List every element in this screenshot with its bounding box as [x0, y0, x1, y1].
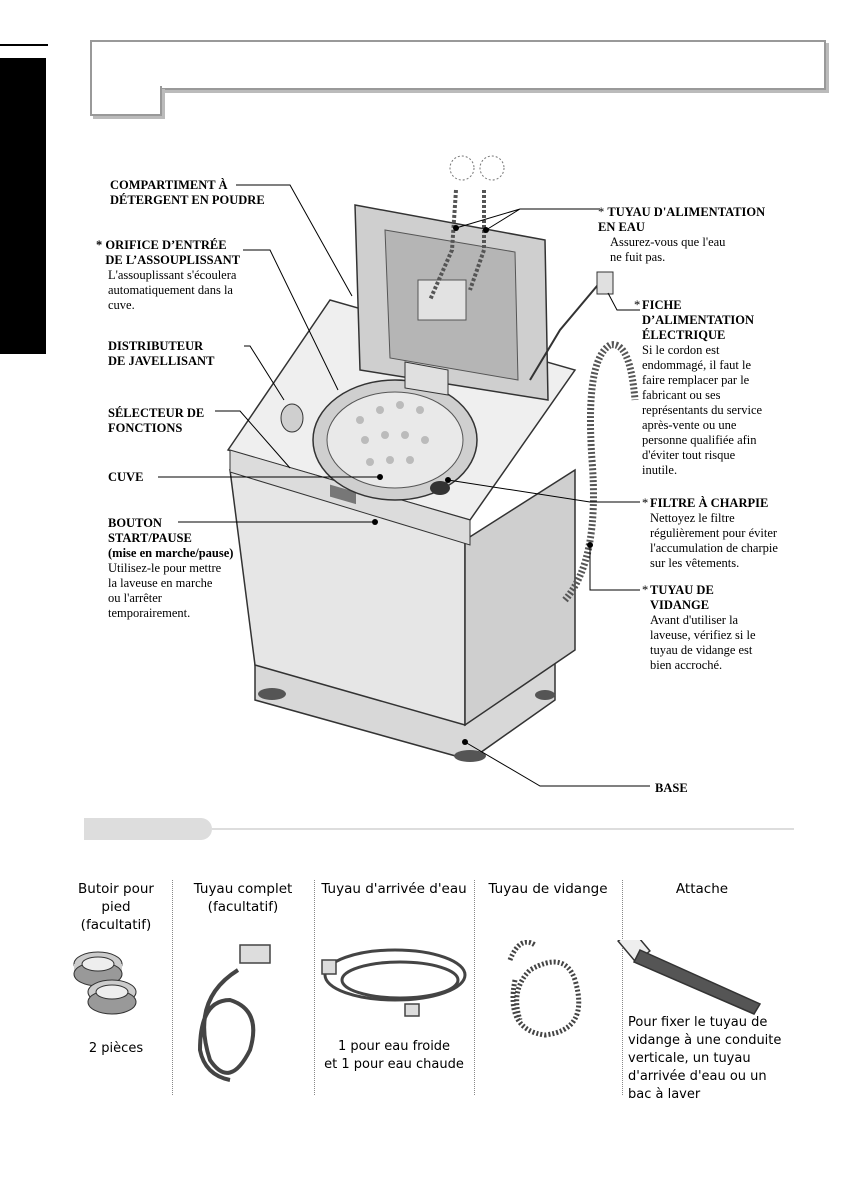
accessories-rule	[212, 828, 794, 830]
label-tub: CUVE	[108, 470, 143, 485]
accessory-title-drain-hose: Tuyau de vidange	[474, 880, 622, 898]
accessory-title-water-supply-hose: Tuyau d'arrivée d'eau	[314, 880, 474, 898]
cable-tie-icon	[618, 940, 760, 1014]
accessories-heading-pill	[84, 818, 212, 840]
label-bleach-dispenser: DISTRIBUTEUR DE JAVELLISANT	[108, 339, 214, 369]
accessory-note-water-supply-hose: 1 pour eau froide et 1 pour eau chaude	[314, 1038, 474, 1074]
label-function-selector: SÉLECTEUR DE FONCTIONS	[108, 406, 204, 436]
accessory-title-tie: Attache	[622, 880, 782, 898]
foot-stopper-icon	[74, 952, 136, 1014]
accessory-title-hose-kit: Tuyau complet (facultatif)	[172, 880, 314, 916]
accessory-note-tie: Pour fixer le tuyau de vidange à une con…	[628, 1014, 788, 1104]
label-base: BASE	[655, 781, 688, 796]
drain-hose-icon	[510, 942, 579, 1035]
accessory-title-foot-stopper: Butoir pour pied (facultatif)	[60, 880, 172, 934]
water-supply-hose-icon	[322, 950, 465, 1016]
label-start-pause: BOUTON START/PAUSE (mise en marche/pause…	[108, 516, 233, 621]
hose-kit-icon	[200, 945, 270, 1080]
label-detergent-compartment: COMPARTIMENT À DÉTERGENT EN POUDRE	[110, 178, 265, 208]
accessory-note-foot-stopper: 2 pièces	[60, 1040, 172, 1058]
